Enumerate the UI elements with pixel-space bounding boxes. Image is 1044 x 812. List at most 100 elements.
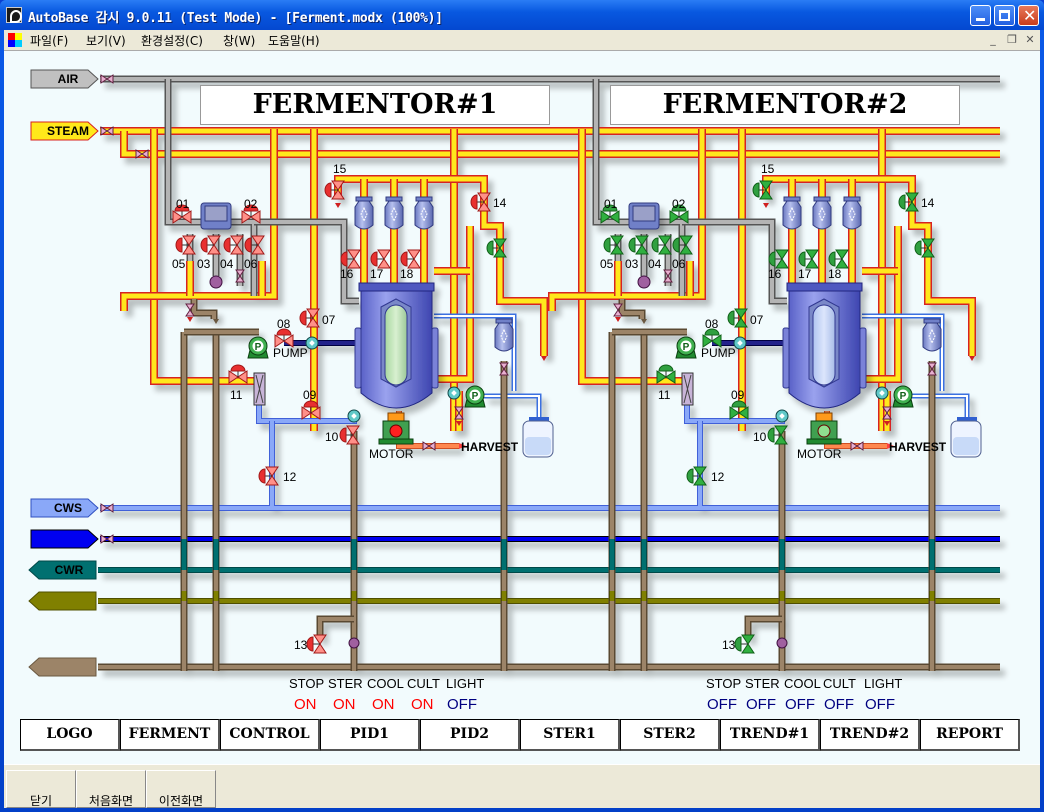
app-icon[interactable]	[6, 7, 22, 23]
manual-valve-icon	[235, 269, 245, 283]
header-valve-icon	[100, 534, 114, 544]
status-stop-value: OFF	[707, 696, 737, 713]
valve-15-label: 15	[761, 162, 775, 176]
valve-09-label: 09	[731, 388, 745, 402]
drain-arrow-icon	[335, 203, 341, 208]
manual-valve-icon	[663, 269, 673, 283]
maximize-button[interactable]	[994, 5, 1015, 26]
valve-16-icon	[340, 249, 361, 269]
valve-09-icon	[729, 400, 749, 420]
valve-03-icon	[628, 235, 649, 255]
valve-07-label: 07	[750, 313, 764, 327]
harvest-arrow-icon	[887, 443, 894, 449]
nav-report-button[interactable]: REPORT	[920, 719, 1020, 751]
status-light-label: LIGHT	[864, 676, 903, 691]
valve-06-icon	[244, 235, 265, 255]
cws-header: CWS	[30, 498, 100, 518]
menu-window[interactable]: 창(W)	[223, 34, 256, 48]
status-cool-value: OFF	[785, 696, 815, 713]
status-cool-label: COOL	[367, 676, 404, 691]
previous-screen-button[interactable]: 이전화면	[146, 770, 216, 808]
nav-pid1-button[interactable]: PID1	[320, 719, 420, 751]
harvest-pump-icon: P	[464, 385, 486, 408]
menu-settings[interactable]: 환경설정(C)	[141, 34, 203, 48]
valve-14-icon	[898, 192, 919, 212]
valve-12-icon	[258, 466, 279, 486]
valve-17-icon	[370, 249, 391, 269]
nav-control-button[interactable]: CONTROL	[220, 719, 320, 751]
motor-label: MOTOR	[369, 447, 414, 461]
header-valve-icon	[100, 503, 114, 513]
motor-icon	[806, 412, 842, 445]
valve-vx-icon	[914, 238, 935, 258]
pipe-junction-icon	[447, 386, 461, 400]
nav-ferment-button[interactable]: FERMENT	[120, 719, 220, 751]
valve-18-label: 18	[400, 267, 414, 281]
nav-ster2-button[interactable]: STER2	[620, 719, 720, 751]
document-icon[interactable]	[8, 33, 22, 47]
valve-13-label: 13	[722, 638, 736, 652]
manual-valve-icon	[613, 303, 623, 317]
steam-line-pipe	[548, 129, 706, 311]
fermentor-2-title: FERMENTOR#2	[610, 85, 960, 125]
mdi-minimize-button[interactable]: _	[990, 33, 996, 46]
menu-view[interactable]: 보기(V)	[86, 34, 126, 48]
steam-feed-pipe	[434, 226, 474, 383]
valve-10-label: 10	[325, 430, 339, 444]
valve-16-label: 16	[768, 267, 782, 281]
mdi-close-button[interactable]: ✕	[1025, 33, 1035, 46]
cwr-header: CWR	[28, 560, 98, 580]
nav-trend2-button[interactable]: TREND#2	[820, 719, 920, 751]
pipe-junction-icon	[775, 409, 789, 423]
steam-line-pipe	[120, 129, 278, 311]
drain-header	[28, 657, 98, 677]
heat-exchanger-icon	[253, 372, 266, 406]
svg-text:P: P	[683, 342, 690, 353]
close-screen-button[interactable]: 닫기	[6, 770, 76, 808]
status-ster-label: STER	[745, 676, 780, 691]
minimize-button[interactable]	[970, 5, 991, 26]
nav-trend1-button[interactable]: TREND#1	[720, 719, 820, 751]
harvest-bottle-icon	[950, 417, 982, 458]
nav-logo-button[interactable]: LOGO	[20, 719, 120, 751]
valve-02-icon	[669, 204, 689, 224]
fermentor-1-title: FERMENTOR#1	[200, 85, 550, 125]
motor-icon	[378, 412, 414, 445]
nav-ster1-button[interactable]: STER1	[520, 719, 620, 751]
mdi-restore-button[interactable]: ❐	[1007, 33, 1017, 46]
air-filter-icon	[384, 196, 404, 230]
pipe-junction-icon	[305, 336, 319, 350]
valve-12-icon	[686, 466, 707, 486]
valve-17-label: 17	[798, 267, 812, 281]
svg-text:P: P	[255, 342, 262, 353]
status-cult-value: OFF	[824, 696, 854, 713]
valve-03-icon	[200, 235, 221, 255]
valve-07-label: 07	[322, 313, 336, 327]
valve-10-icon	[767, 425, 788, 445]
menu-file[interactable]: 파일(F)	[30, 34, 69, 48]
menu-help[interactable]: 도움말(H)	[268, 34, 320, 48]
drain-pipe	[316, 615, 354, 639]
valve-07-icon	[727, 308, 748, 328]
svg-text:P: P	[900, 391, 907, 402]
drain-arrow-icon	[763, 203, 769, 208]
nav-pid2-button[interactable]: PID2	[420, 719, 520, 751]
valve-05-icon	[175, 235, 196, 255]
olive-header	[28, 591, 98, 611]
home-screen-button[interactable]: 처음화면	[76, 770, 146, 808]
heat-exchanger-icon	[681, 372, 694, 406]
valve-02-label: 02	[244, 197, 258, 211]
status-cult-label: CULT	[407, 676, 440, 691]
drain-arrow-icon	[456, 421, 462, 426]
valve-14-icon	[470, 192, 491, 212]
valve-15-icon	[752, 180, 773, 200]
valve-06-icon	[672, 235, 693, 255]
close-button[interactable]: ✕	[1018, 5, 1039, 26]
air-filter-icon	[782, 196, 802, 230]
valve-13-icon	[734, 634, 755, 654]
valve-17-label: 17	[370, 267, 384, 281]
air-filter-icon	[812, 196, 832, 230]
valve-02-icon	[241, 204, 261, 224]
pump-icon: P	[675, 336, 697, 359]
title-bar[interactable]: AutoBase 감시 9.0.11 (Test Mode) - [Fermen…	[0, 0, 1044, 30]
